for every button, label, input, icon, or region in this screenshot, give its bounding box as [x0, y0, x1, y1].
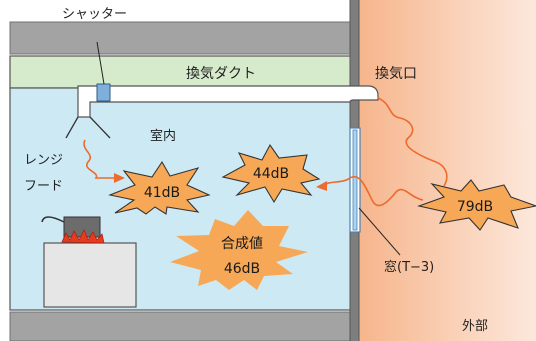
hood-noise-value: 41dB	[144, 185, 180, 201]
hood-noise-burst	[108, 160, 211, 215]
outdoor-noise-value: 79dB	[457, 199, 493, 215]
outside-label: 外部	[462, 319, 488, 334]
ventilation-duct	[77, 85, 379, 118]
duct-space	[9, 55, 357, 89]
noise-paths	[83, 97, 448, 207]
hood-label-line2: フード	[24, 179, 63, 194]
hood-label-line1: レンジ	[24, 153, 63, 168]
flame-icon	[61, 229, 105, 244]
floor-slab	[9, 311, 357, 341]
combined-value: 46dB	[224, 261, 260, 277]
ceiling-slab	[9, 21, 357, 55]
vent-label: 換気口	[375, 66, 417, 82]
shutter	[96, 83, 111, 102]
range-hood	[65, 116, 111, 139]
arrowheads	[114, 173, 327, 191]
outdoor-area	[358, 0, 536, 341]
shutter-label: シャッター	[62, 7, 127, 22]
window-noise-burst	[221, 143, 321, 204]
combined-label: 合成値	[221, 236, 263, 252]
window-noise-value: 44dB	[253, 166, 289, 182]
combined-burst	[170, 210, 308, 290]
kitchen-counter	[43, 242, 137, 308]
window-label: 窓(T−3)	[384, 259, 434, 275]
room-label: 室内	[150, 128, 176, 144]
outdoor-noise-burst	[417, 179, 536, 231]
duct-label: 換気ダクト	[186, 66, 256, 82]
